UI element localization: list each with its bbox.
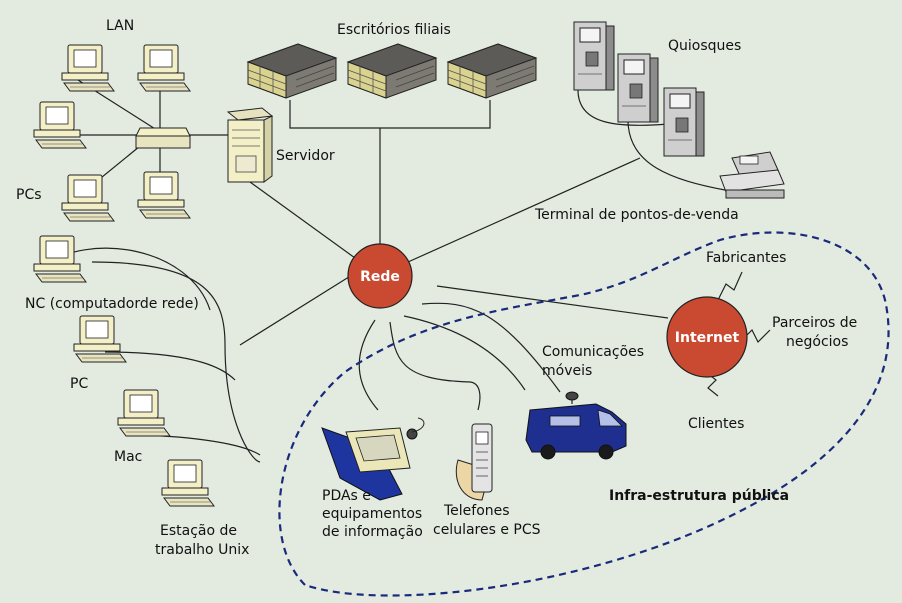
partners-label-line2: negócios [786, 334, 848, 350]
kiosk-3 [663, 87, 705, 157]
pda-label-line3: de informação [322, 524, 423, 540]
network-hub-label: Rede [360, 269, 400, 285]
mac-icon [117, 389, 171, 437]
branch-office-3 [447, 43, 537, 99]
cell-phone-icon [455, 423, 493, 501]
lan-pc-2 [137, 44, 191, 92]
pda-icon [321, 417, 425, 501]
pos-terminal-label: Terminal de pontos-de-venda [534, 207, 739, 223]
public-infrastructure-boundary [278, 231, 890, 597]
public-infrastructure-label: Infra-estrutura pública [609, 488, 789, 504]
lan-pc-4 [61, 174, 115, 222]
pc-icon [73, 315, 127, 363]
kiosk-1 [573, 21, 615, 91]
lan-pc-3 [33, 101, 87, 149]
unix-label-line1: Estação de [160, 523, 237, 539]
pda-label-line1: PDAs e [322, 488, 371, 504]
manufacturers-label: Fabricantes [706, 250, 786, 266]
mobile-label-line2: móveis [542, 363, 592, 379]
server-icon [226, 107, 274, 183]
mobile-van-icon [525, 391, 627, 460]
network-hub: Rede [347, 243, 413, 309]
pcs-label: PCs [16, 187, 42, 203]
kiosk-2 [617, 53, 659, 123]
kiosks-label: Quiosques [668, 38, 741, 54]
mobile-label-line1: Comunicações [542, 344, 644, 360]
partners-label-line1: Parceiros de [772, 315, 857, 331]
network-computer-icon [33, 235, 87, 283]
branch-offices-label: Escritórios filiais [337, 22, 451, 38]
lan-hub-icon [135, 127, 191, 149]
branch-office-1 [247, 43, 337, 99]
lan-pc-5 [137, 171, 191, 219]
lan-label: LAN [106, 18, 134, 34]
pc-label: PC [70, 376, 88, 392]
mac-label: Mac [114, 449, 142, 465]
internet-hub-label: Internet [675, 330, 740, 346]
nc-label: NC (computadorde rede) [25, 296, 199, 312]
unix-label-line2: trabalho Unix [155, 542, 249, 558]
unix-workstation-icon [161, 459, 215, 507]
branch-office-2 [347, 43, 437, 99]
internet-hub: Internet [666, 296, 748, 378]
server-label: Servidor [276, 148, 335, 164]
pos-terminal-icon [719, 151, 785, 199]
clients-label: Clientes [688, 416, 744, 432]
lan-pc-1 [61, 44, 115, 92]
connection-lines [39, 79, 726, 463]
phones-label-line2: celulares e PCS [433, 522, 541, 538]
phones-label-line1: Telefones [443, 503, 510, 519]
pda-label-line2: equipamentos [322, 506, 422, 522]
